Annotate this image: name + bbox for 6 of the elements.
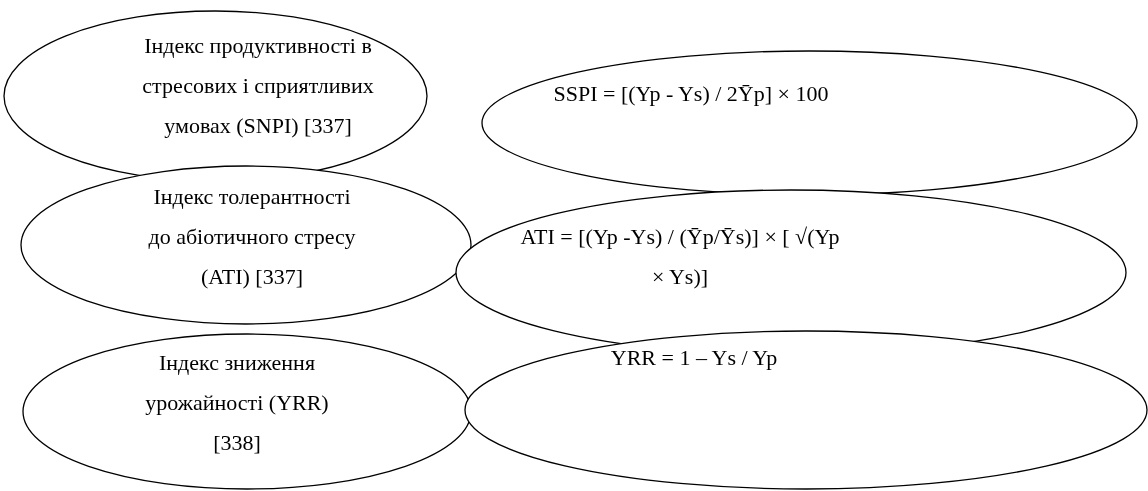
formula-text: YRR = 1 – Ys / Yp: [609, 344, 779, 372]
index-name-text: Індекс продуктивності в стресових і сприятливих умовах (SNPI) [337]: [141, 32, 375, 140]
formula-text: ATI = [(Yp -Ys) / (Ȳp/Ȳs)] × [ √(Yp × Ys)]: [519, 223, 841, 291]
index-name-text: Індекс толерантності до абіотичного стресу (ATI) [337]: [147, 183, 357, 291]
index-name-text: Індекс зниження урожайності (YRR) [338]: [144, 349, 330, 457]
formula-text: SSPI = [(Yp - Ys) / 2Ȳp] × 100: [552, 80, 830, 108]
